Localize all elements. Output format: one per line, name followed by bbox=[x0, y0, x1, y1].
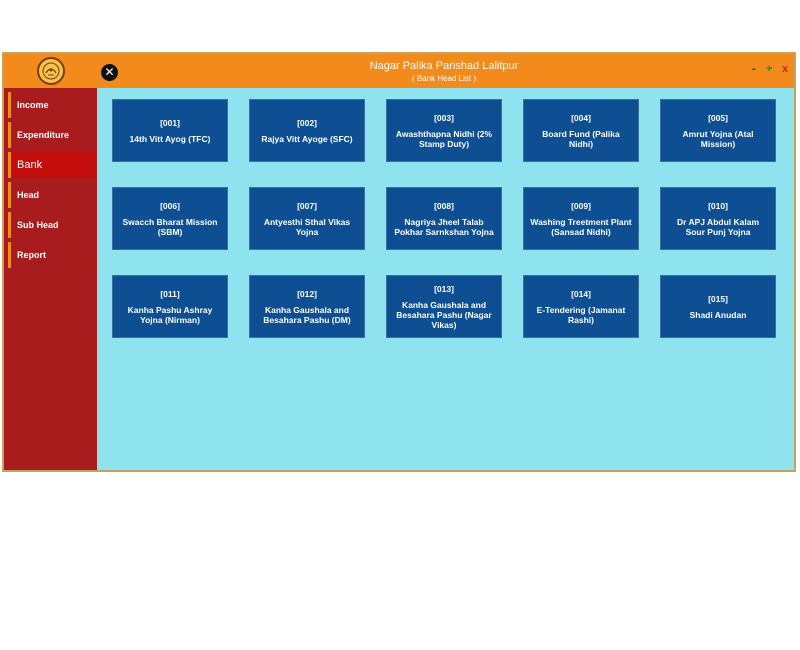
bank-head-card[interactable]: [002] Rajya Vitt Ayoge (SFC) bbox=[249, 99, 365, 162]
bank-head-code: [015] bbox=[708, 293, 728, 304]
sidebar-item-head[interactable]: Head bbox=[8, 182, 96, 208]
bank-head-name: Kanha Gaushala and Besahara Pashu (Nagar… bbox=[396, 299, 492, 330]
bank-head-code: [012] bbox=[297, 288, 317, 299]
bank-head-code: [008] bbox=[434, 200, 454, 211]
bank-head-card[interactable]: [005] Amrut Yojna (Atal Mission) bbox=[660, 99, 776, 162]
bank-head-card[interactable]: [010] Dr APJ Abdul Kalam Sour Punj Yojna bbox=[660, 187, 776, 250]
bank-head-code: [013] bbox=[434, 283, 454, 294]
bank-head-name: Rajya Vitt Ayoge (SFC) bbox=[261, 133, 353, 144]
app-window: ✕ Nagar Palika Parishad Lalitpur ( Bank … bbox=[2, 52, 796, 472]
bank-head-card[interactable]: [006] Swacch Bharat Mission (SBM) bbox=[112, 187, 228, 250]
bank-head-name: Amrut Yojna (Atal Mission) bbox=[682, 128, 754, 149]
bank-head-code: [007] bbox=[297, 200, 317, 211]
bank-head-card[interactable]: [001] 14th Vitt Ayog (TFC) bbox=[112, 99, 228, 162]
bank-head-name: Kanha Gaushala and Besahara Pashu (DM) bbox=[263, 304, 351, 325]
bank-head-name: Antyesthi Sthal Vikas Yojna bbox=[263, 216, 351, 237]
bank-head-card[interactable]: [004] Board Fund (Palika Nidhi) bbox=[523, 99, 639, 162]
bank-head-card[interactable]: [015] Shadi Anudan bbox=[660, 275, 776, 338]
bank-head-card[interactable]: [012] Kanha Gaushala and Besahara Pashu … bbox=[249, 275, 365, 338]
sidebar-item-expenditure[interactable]: Expenditure bbox=[8, 122, 96, 148]
window-subtitle: ( Bank Head List ) bbox=[411, 74, 477, 83]
bank-head-name: Nagriya Jheel Talab Pokhar Sarnkshan Yoj… bbox=[394, 216, 494, 237]
sidebar-item-report[interactable]: Report bbox=[8, 242, 96, 268]
bank-head-code: [004] bbox=[571, 112, 591, 123]
bank-head-code: [005] bbox=[708, 112, 728, 123]
minimize-button[interactable]: - bbox=[752, 63, 756, 75]
sidebar-item-sub-head[interactable]: Sub Head bbox=[8, 212, 96, 238]
bank-head-card[interactable]: [013] Kanha Gaushala and Besahara Pashu … bbox=[386, 275, 502, 338]
bank-head-card[interactable]: [014] E-Tendering (Jamanat Rashi) bbox=[523, 275, 639, 338]
bank-head-name: Washing Treetment Plant (Sansad Nidhi) bbox=[530, 216, 632, 237]
bank-head-code: [002] bbox=[297, 117, 317, 128]
bank-head-code: [009] bbox=[571, 200, 591, 211]
state-emblem-icon bbox=[37, 57, 65, 85]
maximize-button[interactable]: + bbox=[766, 63, 773, 75]
bank-head-code: [011] bbox=[160, 288, 180, 299]
bank-head-name: Kanha Pashu Ashray Yojna (Nirman) bbox=[127, 304, 213, 325]
sidebar: Income Expenditure Bank Head Sub Head Re… bbox=[4, 88, 97, 470]
bank-head-card[interactable]: [008] Nagriya Jheel Talab Pokhar Sarnksh… bbox=[386, 187, 502, 250]
sidebar-item-income[interactable]: Income bbox=[8, 92, 96, 118]
window-title: Nagar Palika Parishad Lalitpur bbox=[369, 60, 519, 72]
bank-head-name: Board Fund (Palika Nidhi) bbox=[542, 128, 620, 149]
bank-head-name: Swacch Bharat Mission (SBM) bbox=[122, 216, 218, 237]
bank-head-card[interactable]: [011] Kanha Pashu Ashray Yojna (Nirman) bbox=[112, 275, 228, 338]
bank-head-grid: [001] 14th Vitt Ayog (TFC) [002] Rajya V… bbox=[97, 88, 794, 470]
sidebar-item-bank[interactable]: Bank bbox=[8, 152, 96, 178]
bank-head-name: Awashthapna Nidhi (2% Stamp Duty) bbox=[395, 128, 493, 149]
bank-head-code: [003] bbox=[434, 112, 454, 123]
title-bar: ✕ Nagar Palika Parishad Lalitpur ( Bank … bbox=[4, 54, 794, 88]
bank-head-card[interactable]: [003] Awashthapna Nidhi (2% Stamp Duty) bbox=[386, 99, 502, 162]
close-icon[interactable]: ✕ bbox=[101, 64, 118, 81]
bank-head-name: 14th Vitt Ayog (TFC) bbox=[129, 133, 211, 144]
bank-head-code: [014] bbox=[571, 288, 591, 299]
bank-head-code: [006] bbox=[160, 200, 180, 211]
bank-head-name: E-Tendering (Jamanat Rashi) bbox=[536, 304, 626, 325]
bank-head-card[interactable]: [009] Washing Treetment Plant (Sansad Ni… bbox=[523, 187, 639, 250]
bank-head-code: [010] bbox=[708, 200, 728, 211]
bank-head-name: Shadi Anudan bbox=[689, 309, 747, 320]
bank-head-name: Dr APJ Abdul Kalam Sour Punj Yojna bbox=[676, 216, 760, 237]
close-window-button[interactable]: x bbox=[782, 63, 789, 75]
bank-head-code: [001] bbox=[160, 117, 180, 128]
bank-head-card[interactable]: [007] Antyesthi Sthal Vikas Yojna bbox=[249, 187, 365, 250]
